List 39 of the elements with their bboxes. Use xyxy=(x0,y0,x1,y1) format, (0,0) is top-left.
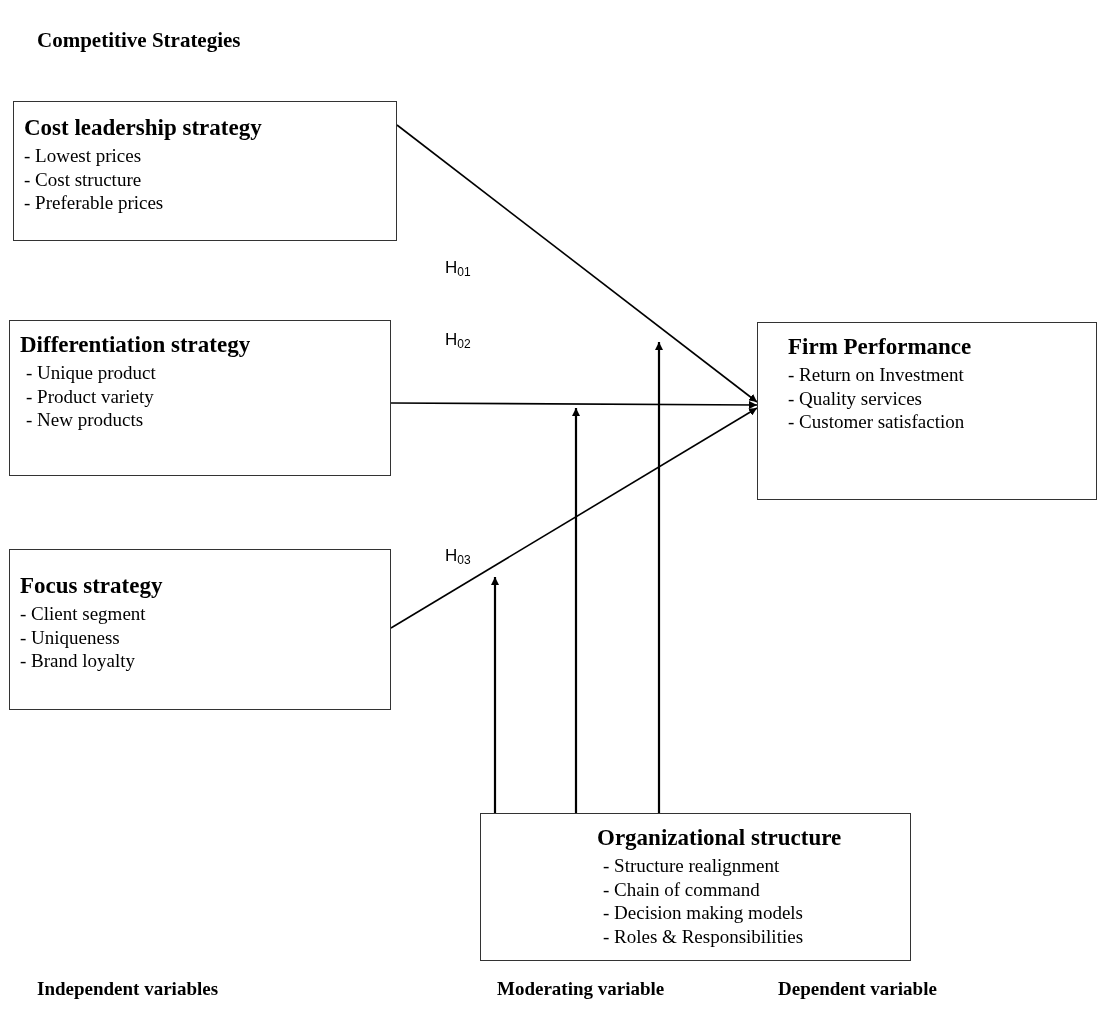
edge-label: H$_{02}$ xyxy=(445,330,471,350)
column-label: Dependent variable xyxy=(778,978,937,1000)
list-item: - Unique product xyxy=(25,361,157,385)
list-item: - Brand loyalty xyxy=(20,649,137,673)
edge-label: H$_{03}$ xyxy=(445,546,471,566)
box-heading: Firm Performance xyxy=(788,333,973,361)
list-item: - Cost structure xyxy=(24,167,143,191)
variable-box xyxy=(757,322,1097,500)
variable-box xyxy=(9,320,391,476)
list-item: - Quality services xyxy=(788,386,923,410)
edge-label: H$_{01}$ xyxy=(445,258,471,278)
box-heading: Organizational structure xyxy=(597,824,843,852)
list-item: - Roles & Responsibilities xyxy=(602,924,805,948)
box-heading: Focus strategy xyxy=(20,572,164,600)
variable-box xyxy=(9,549,391,710)
variable-box xyxy=(13,101,397,241)
list-item: - New products xyxy=(25,408,145,432)
arrow xyxy=(390,400,758,409)
arrow xyxy=(491,577,499,813)
list-item: - Customer satisfaction xyxy=(788,410,966,434)
arrow xyxy=(396,124,758,403)
list-item: - Return on Investment xyxy=(788,363,965,387)
arrow xyxy=(390,407,758,629)
list-item: - Lowest prices xyxy=(24,144,143,168)
arrow xyxy=(655,342,663,813)
list-item: - Client segment xyxy=(20,602,147,626)
diagram-title: Competitive Strategies xyxy=(37,28,241,53)
column-label: Independent variables xyxy=(37,978,219,1000)
box-heading: Cost leadership strategy xyxy=(24,114,263,142)
list-item: - Uniqueness xyxy=(20,625,121,649)
list-item: - Structure realignment xyxy=(602,854,781,878)
list-item: - Product variety xyxy=(25,384,155,408)
arrow xyxy=(572,408,580,813)
variable-box xyxy=(480,813,911,961)
list-item: - Preferable prices xyxy=(24,191,165,215)
box-heading: Differentiation strategy xyxy=(20,331,252,359)
column-label: Moderating variable xyxy=(497,978,665,1000)
list-item: - Chain of command xyxy=(602,877,761,901)
list-item: - Decision making models xyxy=(602,901,804,925)
